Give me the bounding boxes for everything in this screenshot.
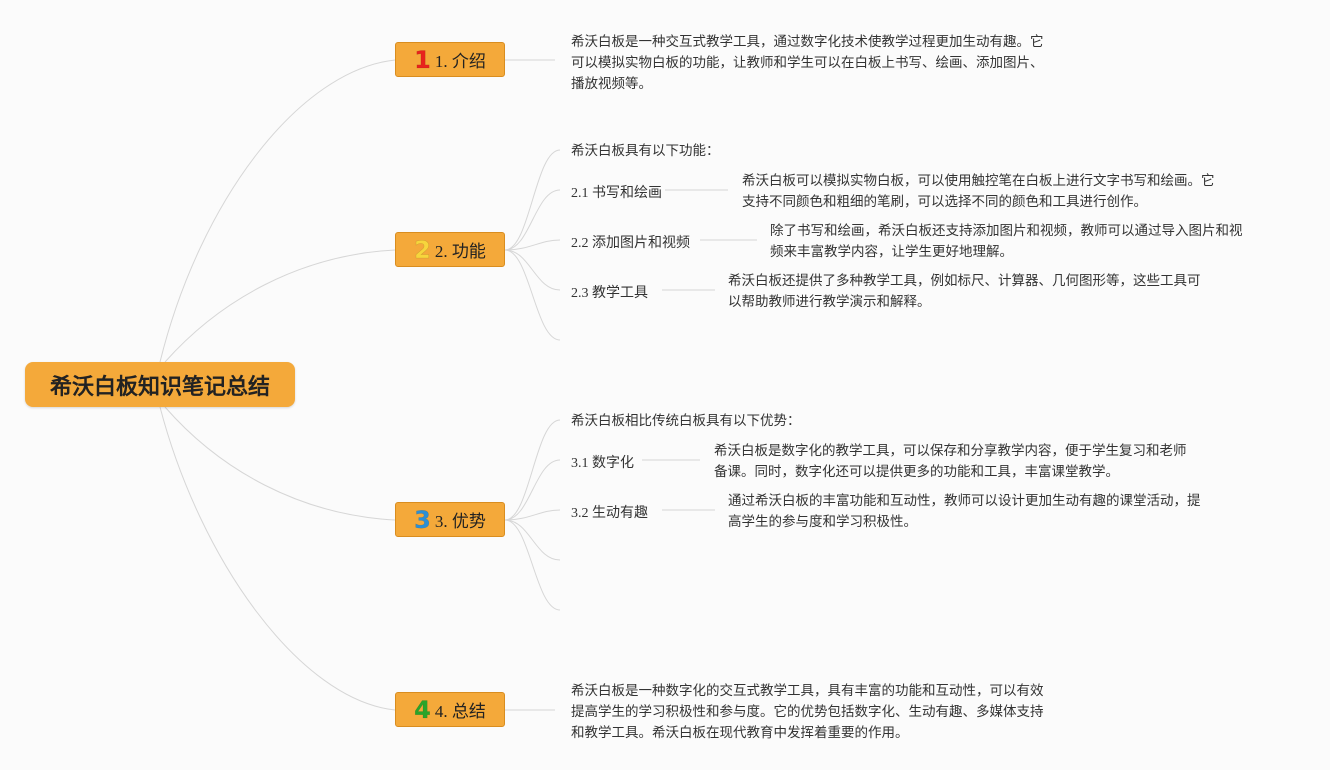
advantages-intro: 希沃白板相比传统白板具有以下优势： [571,413,801,429]
topic-features[interactable]: 2 2. 功能 [395,232,505,267]
topic-label: 4. 总结 [434,702,486,721]
subtopic-vivid-fun[interactable]: 3.2 生动有趣 [571,506,648,521]
digital-note: 希沃白板是数字化的教学工具，可以保存和分享教学内容，便于学生复习和老师 备课。同… [714,443,1187,480]
introduction-note: 希沃白板是一种交互式教学工具，通过数字化技术使教学过程更加生动有趣。它 可以模拟… [571,34,1044,92]
images-videos-note: 除了书写和绘画，希沃白板还支持添加图片和视频，教师可以通过导入图片和视 频来丰富… [770,223,1243,260]
number-2-icon: 2 [414,235,431,264]
topic-label: 3. 优势 [434,512,486,531]
number-1-icon: 1 [414,45,431,74]
topic-label: 2. 功能 [434,242,486,261]
teaching-tools-note: 希沃白板还提供了多种教学工具，例如标尺、计算器、几何图形等，这些工具可 以帮助教… [728,273,1201,310]
subtopic-teaching-tools[interactable]: 2.3 教学工具 [571,286,648,301]
subtopic-images-videos[interactable]: 2.2 添加图片和视频 [571,236,690,251]
central-topic[interactable]: 希沃白板知识笔记总结 [25,362,295,407]
topic-advantages[interactable]: 3 3. 优势 [395,502,505,537]
vivid-fun-note: 通过希沃白板的丰富功能和互动性，教师可以设计更加生动有趣的课堂活动，提 高学生的… [728,493,1201,530]
writing-drawing-note: 希沃白板可以模拟实物白板，可以使用触控笔在白板上进行文字书写和绘画。它 支持不同… [742,173,1215,210]
features-intro: 希沃白板具有以下功能： [571,143,720,159]
topic-label: 1. 介绍 [434,52,486,71]
topic-introduction[interactable]: 1 1. 介绍 [395,42,505,77]
number-3-icon: 3 [414,505,431,534]
subtopic-digital[interactable]: 3.1 数字化 [571,456,634,471]
subtopic-writing-drawing[interactable]: 2.1 书写和绘画 [571,186,662,201]
summary-note: 希沃白板是一种数字化的交互式教学工具，具有丰富的功能和互动性，可以有效 提高学生… [571,683,1044,741]
topic-summary[interactable]: 4 4. 总结 [395,692,505,727]
number-4-icon: 4 [414,695,431,724]
